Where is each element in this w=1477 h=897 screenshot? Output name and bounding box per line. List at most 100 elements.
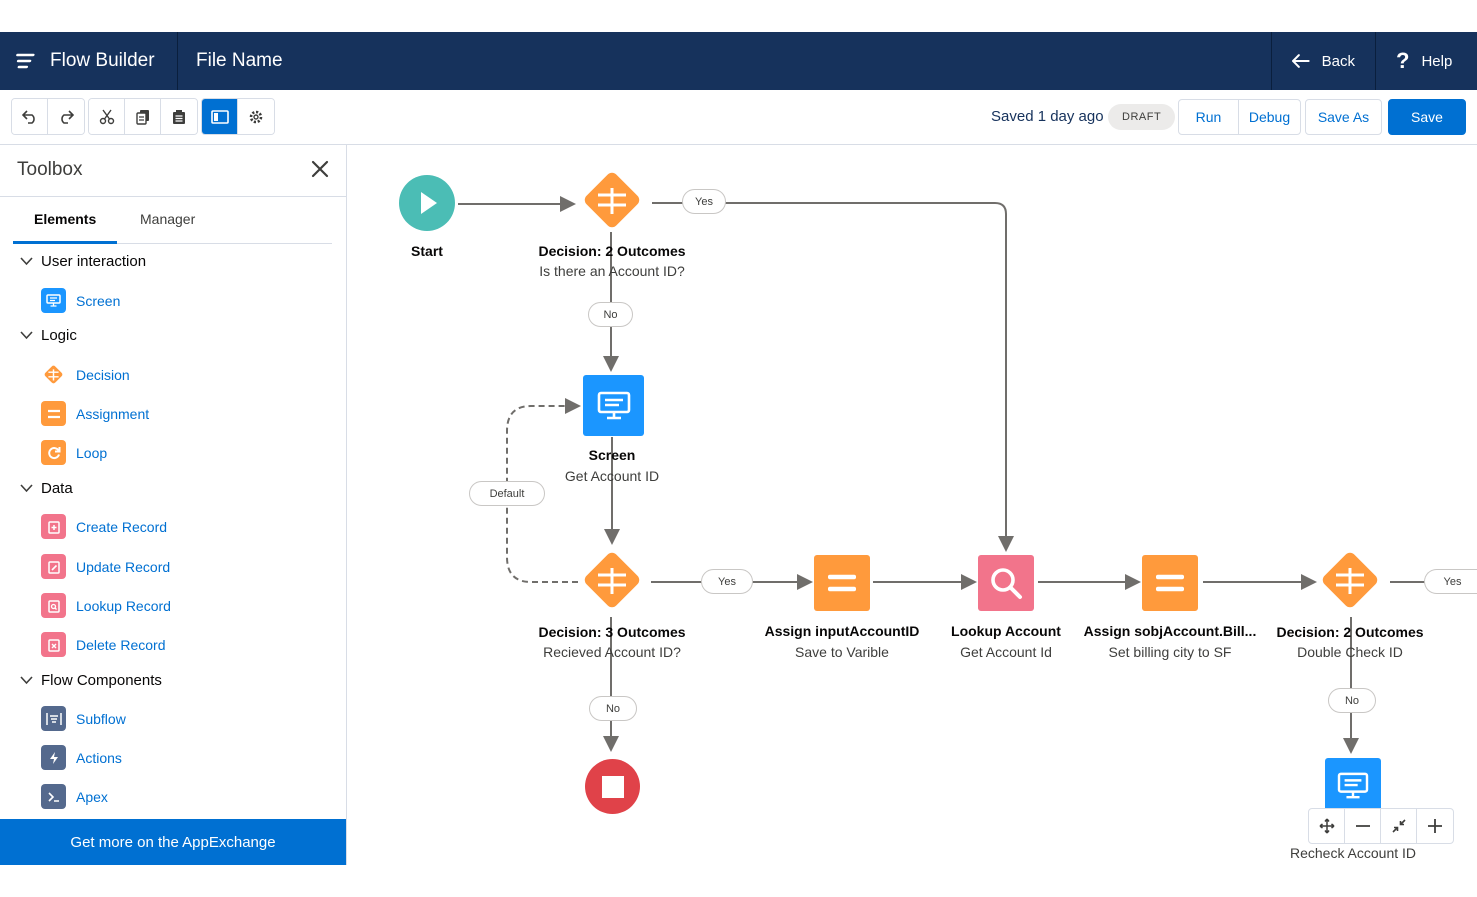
- help-icon: ?: [1396, 48, 1410, 73]
- actions-icon: [41, 745, 66, 770]
- element-loop[interactable]: Loop: [41, 440, 107, 465]
- assignment-node-2[interactable]: [1142, 555, 1198, 611]
- app-brand[interactable]: Flow Builder: [0, 32, 178, 90]
- fit-view-button[interactable]: [1381, 809, 1417, 843]
- assignment-1-title: Assign inputAccountID: [764, 623, 920, 639]
- section-user-interaction[interactable]: User interaction: [20, 253, 146, 270]
- paste-button[interactable]: [161, 99, 197, 134]
- element-actions[interactable]: Actions: [41, 745, 122, 770]
- element-subflow[interactable]: Subflow: [41, 706, 126, 731]
- tab-manager[interactable]: Manager: [140, 211, 196, 227]
- item-label: Apex: [76, 788, 108, 805]
- decision-node-1[interactable]: [576, 164, 648, 236]
- connector-label-default[interactable]: Default: [469, 481, 545, 506]
- run-button[interactable]: Run: [1178, 99, 1239, 135]
- assignment-1-subtitle: Save to Varible: [795, 644, 889, 660]
- item-label: Loop: [76, 444, 108, 461]
- file-name[interactable]: File Name: [196, 50, 283, 71]
- connector-label-no[interactable]: No: [1328, 688, 1376, 713]
- section-label: Flow Components: [41, 672, 162, 689]
- connector-label-no[interactable]: No: [588, 302, 633, 327]
- apex-icon: [41, 784, 66, 809]
- tab-elements[interactable]: Elements: [34, 211, 97, 227]
- draft-badge: DRAFT: [1108, 104, 1176, 130]
- lookup-record-icon: [41, 593, 66, 618]
- loop-icon: [41, 440, 66, 465]
- item-label: Create Record: [76, 518, 168, 535]
- screen-1-title: Screen: [588, 447, 636, 463]
- zoom-out-button[interactable]: [1345, 809, 1381, 843]
- decision-icon: [41, 362, 66, 387]
- decision-node-3[interactable]: [1314, 544, 1386, 616]
- arrow-left-icon: [1292, 54, 1310, 68]
- flow-canvas[interactable]: Start Decision: 2 Outcomes Is there an A…: [347, 145, 1477, 865]
- minus-icon: [1355, 825, 1370, 827]
- decision-3-subtitle: Double Check ID: [1297, 644, 1403, 660]
- collapse-icon: [1391, 819, 1406, 833]
- connector-label-yes[interactable]: Yes: [701, 569, 753, 594]
- gear-icon: [249, 110, 263, 123]
- back-label: Back: [1321, 52, 1355, 70]
- appexchange-button[interactable]: Get more on the AppExchange: [0, 819, 346, 865]
- screen-node-1[interactable]: [583, 375, 644, 436]
- element-create-record[interactable]: Create Record: [41, 514, 167, 539]
- copy-button[interactable]: [125, 99, 161, 134]
- item-label: Delete Record: [76, 636, 166, 653]
- section-data[interactable]: Data: [20, 480, 73, 497]
- assignment-2-title: Assign sobjAccount.Bill...: [1083, 623, 1257, 639]
- debug-button[interactable]: Debug: [1238, 99, 1301, 135]
- back-button[interactable]: Back: [1271, 32, 1375, 90]
- save-button[interactable]: Save: [1388, 99, 1466, 135]
- undo-button[interactable]: [12, 99, 48, 134]
- app-title: Flow Builder: [50, 50, 155, 71]
- decision-1-subtitle: Is there an Account ID?: [539, 263, 685, 279]
- screen-icon: [41, 288, 66, 313]
- assignment-node-1[interactable]: [814, 555, 870, 611]
- item-label: Subflow: [76, 710, 126, 727]
- item-label: Screen: [76, 292, 121, 309]
- tab-bar-line: [13, 243, 332, 244]
- cut-button[interactable]: [89, 99, 125, 134]
- element-delete-record[interactable]: Delete Record: [41, 632, 166, 657]
- section-label: User interaction: [41, 253, 147, 270]
- assignment-2-subtitle: Set billing city to SF: [1108, 644, 1232, 660]
- connector-label-yes[interactable]: Yes: [1424, 569, 1477, 594]
- help-button[interactable]: ? Help: [1375, 32, 1477, 90]
- play-icon: [421, 192, 437, 214]
- start-label: Start: [411, 243, 443, 259]
- help-label: Help: [1421, 52, 1453, 70]
- element-screen[interactable]: Screen: [41, 288, 120, 313]
- lookup-subtitle: Get Account Id: [960, 644, 1052, 660]
- section-flow-components[interactable]: Flow Components: [20, 672, 162, 689]
- zoom-in-button[interactable]: [1417, 809, 1453, 843]
- end-node[interactable]: [585, 759, 640, 814]
- decision-node-2[interactable]: [576, 544, 648, 616]
- save-as-button[interactable]: Save As: [1305, 99, 1382, 135]
- view-group: [201, 98, 275, 135]
- pan-button[interactable]: [1309, 809, 1345, 843]
- connector-label-yes[interactable]: Yes: [682, 189, 726, 214]
- settings-button[interactable]: [238, 99, 274, 134]
- element-decision[interactable]: Decision: [41, 362, 130, 387]
- close-icon[interactable]: [308, 157, 332, 181]
- connector-label-no[interactable]: No: [589, 696, 637, 721]
- redo-button[interactable]: [48, 99, 84, 134]
- section-logic[interactable]: Logic: [20, 327, 77, 344]
- clipboard-group: [88, 98, 198, 135]
- element-update-record[interactable]: Update Record: [41, 554, 170, 579]
- zoom-controls: [1308, 808, 1454, 844]
- item-label: Decision: [76, 366, 130, 383]
- start-node[interactable]: [399, 175, 455, 231]
- app-header: Flow Builder File Name Back ? Help: [0, 32, 1477, 90]
- chevron-down-icon: [20, 257, 33, 266]
- element-apex[interactable]: Apex: [41, 784, 108, 809]
- screen-node-2[interactable]: [1325, 758, 1381, 814]
- lookup-node[interactable]: [978, 555, 1034, 611]
- element-lookup-record[interactable]: Lookup Record: [41, 593, 171, 618]
- element-assignment[interactable]: Assignment: [41, 401, 149, 426]
- lookup-title: Lookup Account: [951, 623, 1061, 639]
- plus-icon: [1428, 819, 1442, 833]
- create-record-icon: [41, 514, 66, 539]
- undo-redo-group: [11, 98, 85, 135]
- toggle-toolbox-button[interactable]: [202, 99, 238, 134]
